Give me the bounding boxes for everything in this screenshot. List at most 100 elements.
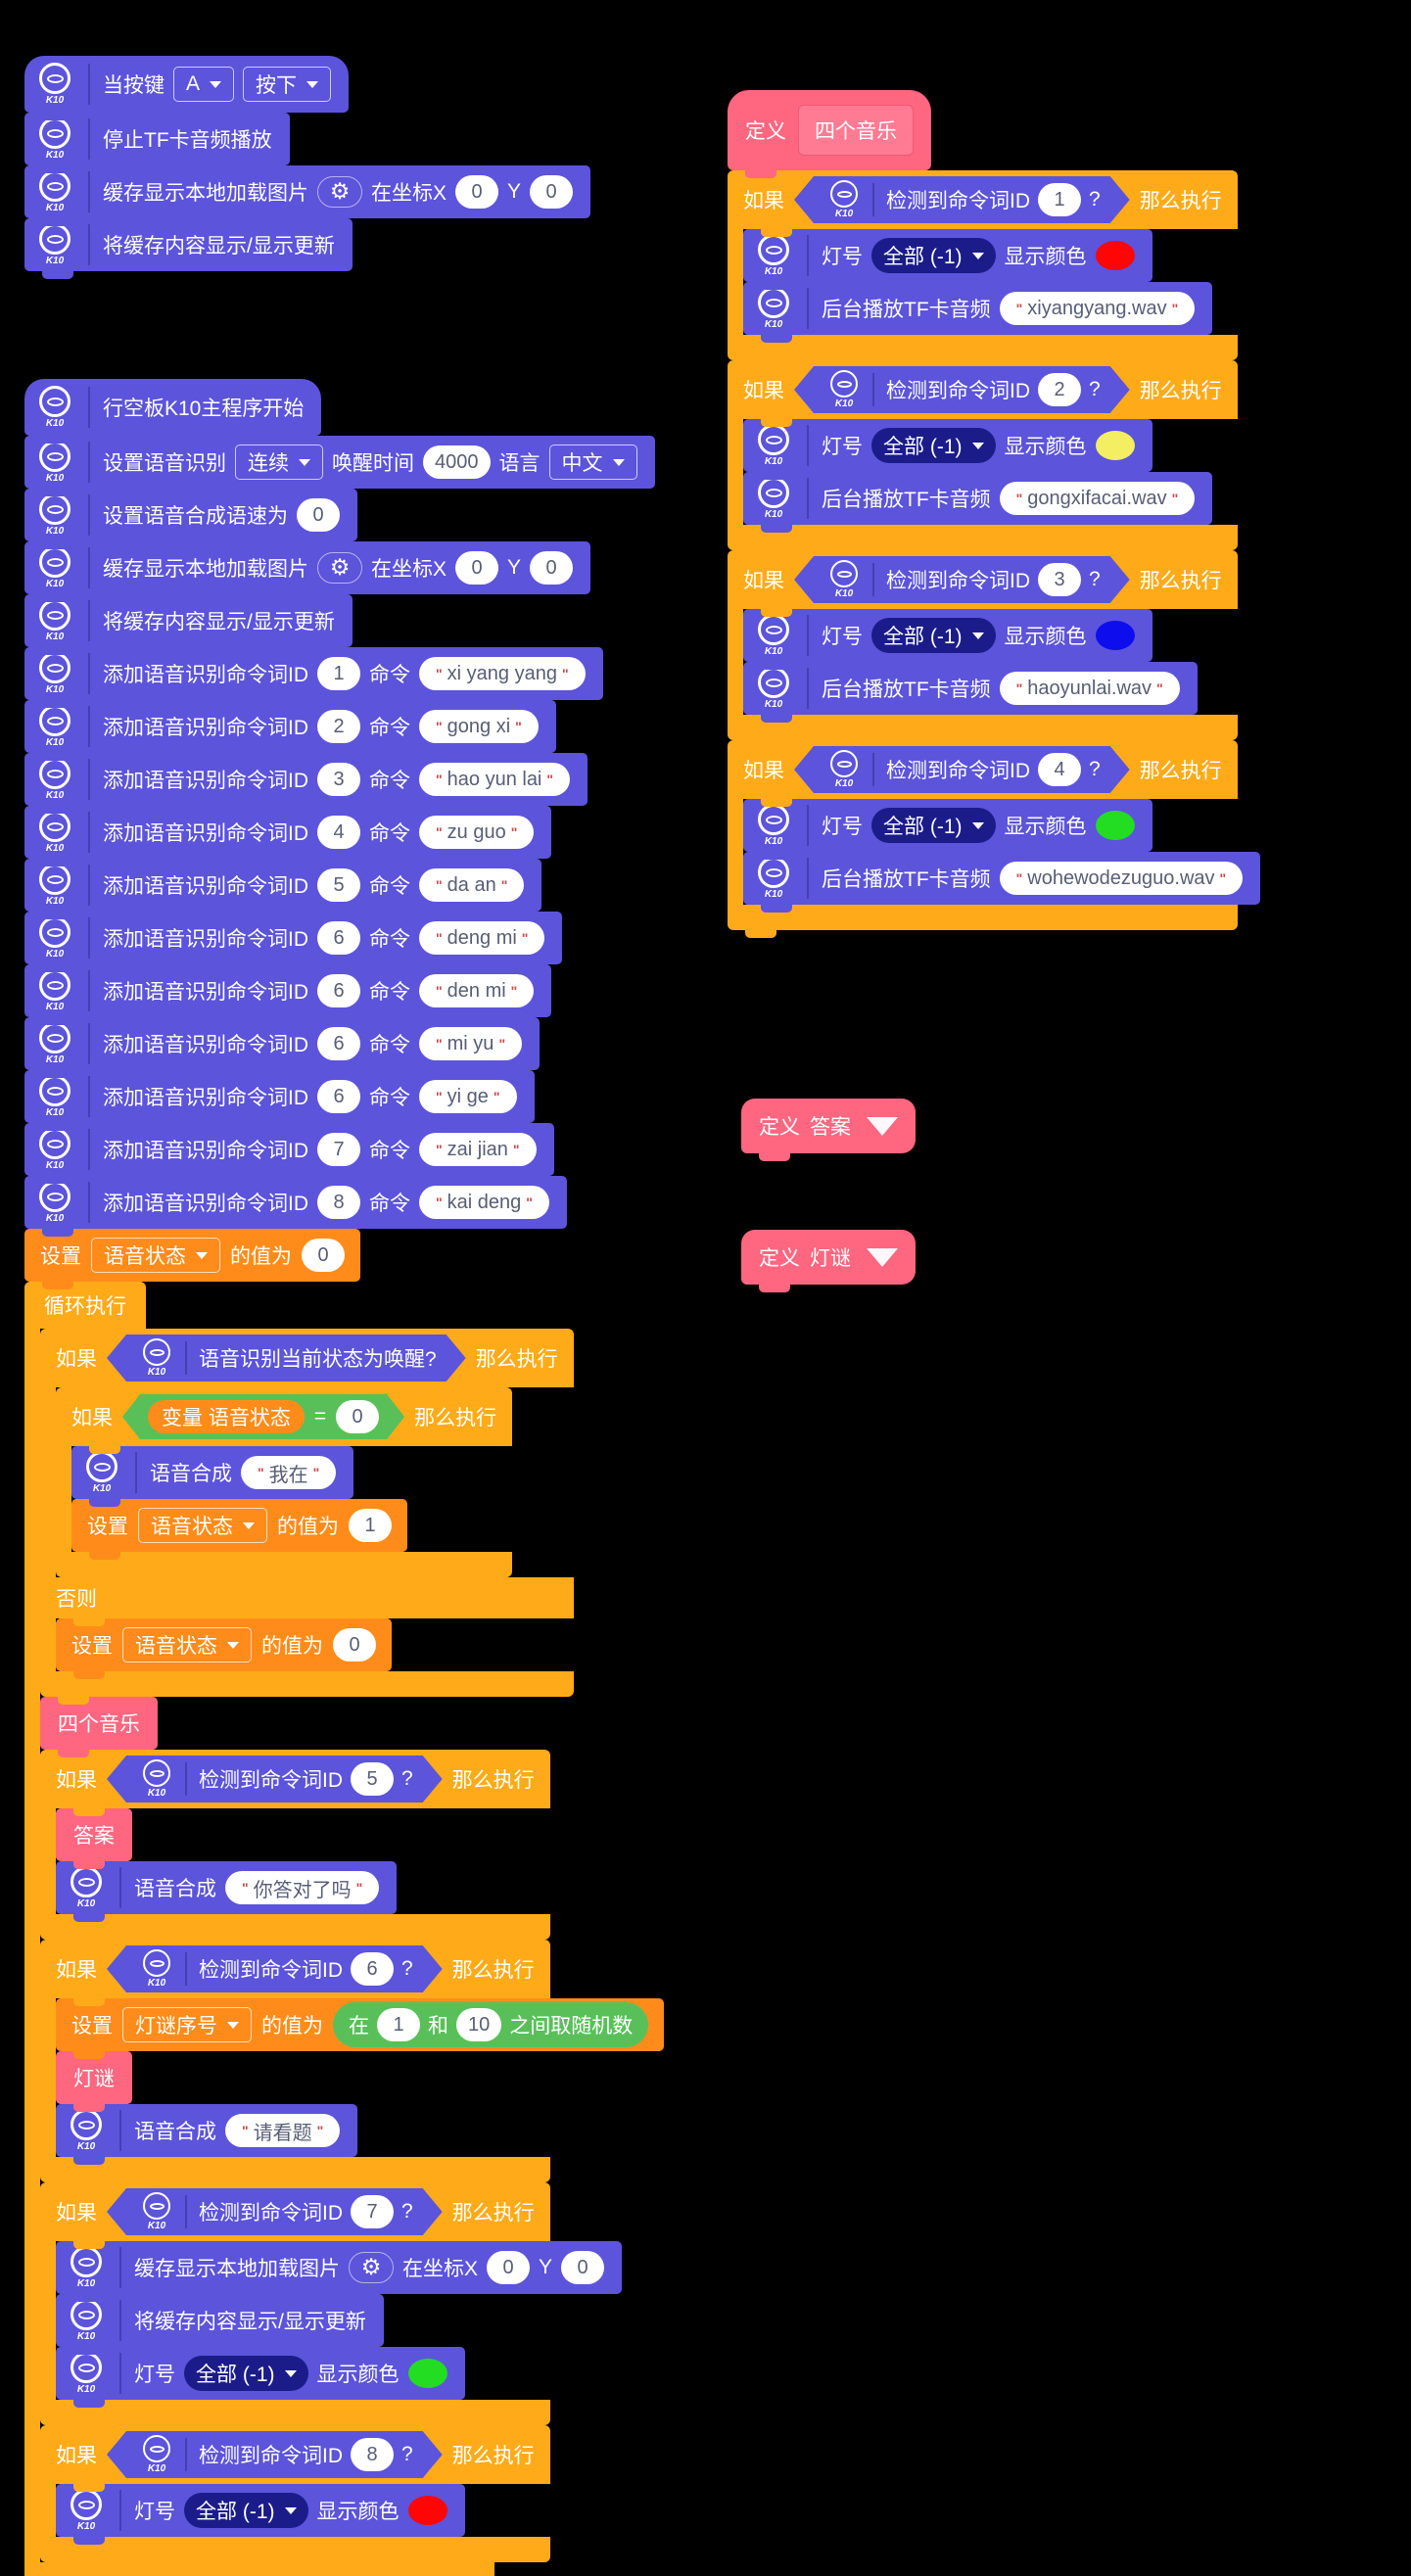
if-block[interactable]: 如果 变量 语音状态 = 0 那么执行 K10 (56, 1387, 513, 1585)
cache-image-block[interactable]: K10 缓存显示本地加载图片 ⚙ 在坐标X 0 Y 0 (24, 165, 591, 226)
cache-image-block[interactable]: K10 缓存显示本地加载图片 ⚙ 在坐标X 0 Y 0 (24, 541, 591, 602)
define-collapsed-block[interactable]: 定义 灯谜 (741, 1230, 916, 1292)
led-color-block[interactable]: K10 灯号 全部 (-1) 显示颜色 (56, 2484, 465, 2545)
if-block[interactable]: 如果 K10 检测到命令词ID 2 ? 那么执行 K10 灯号 全部 (-1) … (728, 360, 1238, 558)
value-input[interactable]: 0 (336, 1400, 379, 1433)
tts-text-input[interactable]: "你答对了吗" (225, 1871, 380, 1904)
led-index-dropdown[interactable]: 全部 (-1) (184, 2493, 308, 2528)
id-input[interactable]: 6 (351, 1952, 394, 1986)
if-header[interactable]: 如果 K10 检测到命令词ID 5 ? 那么执行 (40, 1750, 550, 1816)
add-command-block[interactable]: K10 添加语音识别命令词ID 1 命令 "xi yang yang" (24, 647, 603, 708)
loop-header[interactable]: 循环执行 (24, 1282, 146, 1336)
led-color-block[interactable]: K10 灯号 全部 (-1) 显示颜色 (56, 2347, 465, 2408)
cache-image-block[interactable]: K10 缓存显示本地加载图片 ⚙ 在坐标X 0 Y 0 (56, 2241, 623, 2302)
command-input[interactable]: "zai jian" (419, 1133, 537, 1166)
if-block[interactable]: 如果 K10 检测到命令词ID 4 ? 那么执行 K10 灯号 全部 (-1) … (728, 740, 1261, 938)
refresh-display-block[interactable]: K10 将缓存内容显示/显示更新 (56, 2294, 384, 2355)
id-input[interactable]: 7 (351, 2195, 394, 2228)
if-block[interactable]: 如果 K10 检测到命令词ID 8 ? 那么执行 K10 灯号 (40, 2425, 550, 2570)
event-dropdown[interactable]: 按下 (243, 67, 332, 102)
call-riddle-function-block[interactable]: 灯谜 (56, 2051, 132, 2112)
if-header[interactable]: 如果 K10 检测到命令词ID 4 ? 那么执行 (728, 740, 1238, 807)
if-footer[interactable] (56, 1552, 512, 1585)
add-command-block[interactable]: K10 添加语音识别命令词ID 7 命令 "zai jian" (24, 1123, 554, 1184)
play-tf-audio-block[interactable]: K10 后台播放TF卡音频 "xiyangyang.wav" (743, 282, 1213, 343)
else-bar[interactable]: 否则 (40, 1577, 574, 1626)
file-input[interactable]: "gongxifacai.wav" (999, 482, 1196, 515)
command-input[interactable]: "mi yu" (419, 1027, 523, 1060)
add-command-block[interactable]: K10 添加语音识别命令词ID 2 命令 "gong xi" (24, 700, 556, 761)
forever-loop-block[interactable]: 循环执行 如果 K10 语音识别当前状态为唤醒? 那么执行 (24, 1282, 665, 2576)
refresh-display-block[interactable]: K10 将缓存内容显示/显示更新 (24, 218, 353, 279)
id-input[interactable]: 1 (317, 657, 360, 690)
wake-time-input[interactable]: 4000 (423, 445, 491, 479)
speed-input[interactable]: 0 (297, 498, 340, 532)
if-block[interactable]: 如果 K10 检测到命令词ID 3 ? 那么执行 K10 灯号 全部 (-1) … (728, 550, 1238, 748)
expand-triangle-icon[interactable] (867, 1247, 898, 1267)
if-block[interactable]: 如果 K10 检测到命令词ID 6 ? 那么执行 设置 灯谜序号 (40, 1940, 665, 2190)
variable-dropdown[interactable]: 语音状态 (138, 1508, 267, 1543)
set-asr-block[interactable]: K10 设置语音识别 连续 唤醒时间 4000 语言 中文 (24, 436, 655, 496)
if-footer[interactable] (40, 2400, 550, 2433)
id-input[interactable]: 3 (1038, 563, 1081, 596)
set-variable-block[interactable]: 设置 语音状态 的值为 0 (24, 1229, 360, 1289)
add-command-block[interactable]: K10 添加语音识别命令词ID 8 命令 "kai deng" (24, 1176, 567, 1237)
tts-block[interactable]: K10 语音合成 "你答对了吗" (56, 1861, 398, 1922)
call-answer-function-block[interactable]: 答案 (56, 1808, 132, 1869)
id-input[interactable]: 2 (1038, 373, 1081, 406)
k10-detect-condition[interactable]: K10 检测到命令词ID 6 ? (107, 1945, 443, 1992)
if-header[interactable]: 如果 K10 语音识别当前状态为唤醒? 那么执行 (40, 1329, 574, 1395)
if-block[interactable]: 如果 K10 检测到命令词ID 1 ? 那么执行 K10 灯号 全部 (-1) … (728, 170, 1238, 368)
if-footer[interactable] (40, 2537, 550, 2570)
if-footer[interactable] (728, 715, 1238, 748)
color-swatch[interactable] (1095, 811, 1135, 840)
main-start-hat-block[interactable]: K10 行空板K10主程序开始 (24, 379, 322, 444)
if-footer[interactable] (40, 1914, 550, 1947)
stop-tf-audio-block[interactable]: K10 停止TF卡音频播放 (24, 113, 290, 173)
x-input[interactable]: 0 (487, 2251, 531, 2284)
add-command-block[interactable]: K10 添加语音识别命令词ID 6 命令 "mi yu" (24, 1017, 541, 1078)
if-footer[interactable] (40, 2157, 550, 2190)
file-input[interactable]: "wohewodezuguo.wav" (999, 862, 1244, 895)
led-index-dropdown[interactable]: 全部 (-1) (871, 618, 996, 653)
define-hat-block[interactable]: 定义 四个音乐 (728, 90, 931, 178)
led-index-dropdown[interactable]: 全部 (-1) (184, 2356, 308, 2391)
id-input[interactable]: 6 (317, 921, 360, 955)
x-input[interactable]: 0 (455, 175, 499, 209)
add-command-block[interactable]: K10 添加语音识别命令词ID 6 命令 "yi ge" (24, 1070, 535, 1131)
when-key-pressed-hat-block[interactable]: K10 当按键 A 按下 (24, 56, 350, 120)
y-input[interactable]: 0 (530, 175, 574, 209)
color-swatch[interactable] (1095, 241, 1135, 270)
file-input[interactable]: "xiyangyang.wav" (999, 292, 1196, 325)
id-input[interactable]: 8 (317, 1186, 360, 1219)
add-command-block[interactable]: K10 添加语音识别命令词ID 6 命令 "deng mi" (24, 912, 563, 972)
led-color-block[interactable]: K10 灯号 全部 (-1) 显示颜色 (743, 229, 1152, 290)
language-dropdown[interactable]: 中文 (548, 445, 637, 480)
id-input[interactable]: 5 (351, 1762, 394, 1796)
gear-icon[interactable]: ⚙ (317, 552, 362, 584)
id-input[interactable]: 6 (317, 974, 360, 1007)
set-variable-block[interactable]: 设置 灯谜序号 的值为 在 1 和 10 之间取随机数 (56, 1998, 665, 2059)
add-command-block[interactable]: K10 添加语音识别命令词ID 4 命令 "zu guo" (24, 806, 552, 866)
led-color-block[interactable]: K10 灯号 全部 (-1) 显示颜色 (743, 609, 1152, 670)
command-input[interactable]: "deng mi" (419, 921, 545, 955)
y-input[interactable]: 0 (561, 2251, 605, 2284)
gear-icon[interactable]: ⚙ (317, 176, 362, 208)
call-music-function-block[interactable]: 四个音乐 (40, 1697, 158, 1757)
command-input[interactable]: "da an" (419, 868, 525, 902)
led-index-dropdown[interactable]: 全部 (-1) (871, 808, 996, 843)
play-tf-audio-block[interactable]: K10 后台播放TF卡音频 "gongxifacai.wav" (743, 472, 1213, 533)
y-input[interactable]: 0 (530, 551, 574, 585)
if-header[interactable]: 如果 K10 检测到命令词ID 7 ? 那么执行 (40, 2182, 550, 2249)
function-prototype[interactable]: 四个音乐 (798, 105, 914, 156)
set-tts-speed-block[interactable]: K10 设置语音合成语速为 0 (24, 489, 357, 549)
id-input[interactable]: 2 (317, 710, 360, 743)
value-input[interactable]: 0 (333, 1628, 376, 1662)
max-input[interactable]: 10 (456, 2008, 502, 2041)
loop-footer[interactable] (24, 2562, 494, 2576)
id-input[interactable]: 6 (317, 1080, 360, 1113)
if-header[interactable]: 如果 K10 检测到命令词ID 6 ? 那么执行 (40, 1940, 550, 2006)
variable-reporter[interactable]: 变量 语音状态 (148, 1400, 305, 1433)
file-input[interactable]: "haoyunlai.wav" (999, 672, 1180, 705)
tts-block[interactable]: K10 语音合成 "我在" (71, 1446, 354, 1507)
